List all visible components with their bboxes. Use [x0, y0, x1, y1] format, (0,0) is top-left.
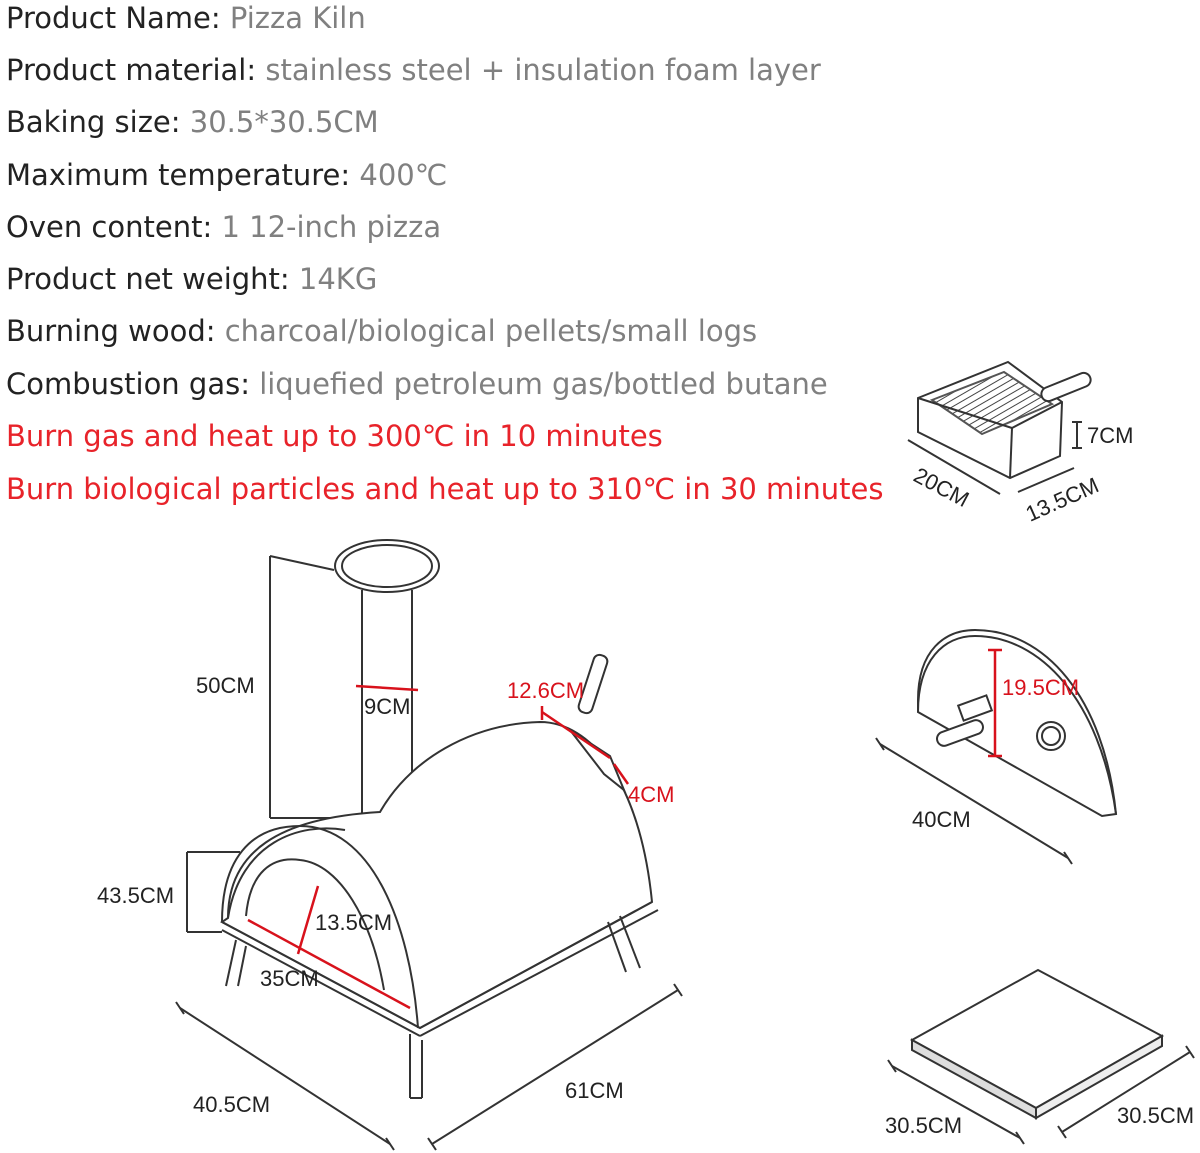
dim-length: 61CM: [565, 1078, 624, 1103]
spec-value: stainless steel + insulation foam layer: [265, 53, 821, 87]
spec-burning-wood: Burning wood: charcoal/biological pellet…: [6, 314, 757, 348]
spec-product-name: Product Name: Pizza Kiln: [6, 1, 366, 35]
oven-red-dimensions: [247, 684, 630, 1010]
spec-label: Product Name:: [6, 1, 230, 35]
highlight-gas-heating: Burn gas and heat up to 300℃ in 10 minut…: [6, 419, 663, 453]
spec-value: Pizza Kiln: [229, 1, 366, 35]
dim-stone-width: 30.5CM: [1117, 1103, 1194, 1128]
dim-tray-height: 7CM: [1087, 423, 1133, 448]
dim-door-width: 40CM: [912, 807, 971, 832]
fuel-tray-drawing: [907, 360, 1092, 495]
spec-label: Product material:: [6, 53, 266, 87]
oven-drawing: [175, 539, 683, 1151]
dim-depth: 40.5CM: [193, 1092, 270, 1117]
spec-combustion-gas: Combustion gas: liquefied petroleum gas/…: [6, 367, 828, 401]
highlight-text: Burn gas and heat up to 300℃ in 10 minut…: [6, 419, 663, 453]
spec-oven-content: Oven content: 1 12-inch pizza: [6, 210, 441, 244]
spec-max-temperature: Maximum temperature: 400℃: [6, 158, 447, 192]
dim-handle-length: 12.6CM: [507, 678, 584, 703]
dim-handle-depth: 4CM: [628, 782, 674, 807]
spec-material: Product material: stainless steel + insu…: [6, 53, 821, 87]
dim-chimney-height: 50CM: [196, 673, 255, 698]
dim-chimney-diameter: 9CM: [364, 694, 410, 719]
highlight-text: Burn biological particles and heat up to…: [6, 472, 884, 506]
door-red-dimension: [988, 648, 1002, 758]
highlight-pellet-heating: Burn biological particles and heat up to…: [6, 472, 883, 506]
spec-value: 1 12-inch pizza: [221, 210, 442, 244]
dim-opening-height: 13.5CM: [315, 910, 392, 935]
spec-label: Burning wood:: [6, 314, 225, 348]
dim-opening-width: 35CM: [260, 966, 319, 991]
dim-tray-width: 13.5CM: [1022, 472, 1103, 526]
spec-label: Combustion gas:: [6, 367, 260, 401]
spec-baking-size: Baking size: 30.5*30.5CM: [6, 105, 379, 139]
oven-door-drawing: [875, 628, 1118, 865]
dim-body-height: 43.5CM: [97, 883, 174, 908]
spec-net-weight: Product net weight: 14KG: [6, 262, 377, 296]
pizza-stone-drawing: [887, 968, 1195, 1145]
spec-value: liquefied petroleum gas/bottled butane: [259, 367, 828, 401]
spec-label: Maximum temperature:: [6, 158, 360, 192]
spec-label: Baking size:: [6, 105, 190, 139]
spec-value: 400℃: [359, 158, 448, 192]
dim-tray-length: 20CM: [910, 462, 974, 512]
spec-value: 14KG: [298, 262, 378, 296]
spec-value: 30.5*30.5CM: [189, 105, 379, 139]
spec-label: Product net weight:: [6, 262, 299, 296]
spec-value: charcoal/biological pellets/small logs: [224, 314, 758, 348]
dim-door-height: 19.5CM: [1002, 675, 1079, 700]
dim-stone-length: 30.5CM: [885, 1113, 962, 1138]
spec-label: Oven content:: [6, 210, 222, 244]
